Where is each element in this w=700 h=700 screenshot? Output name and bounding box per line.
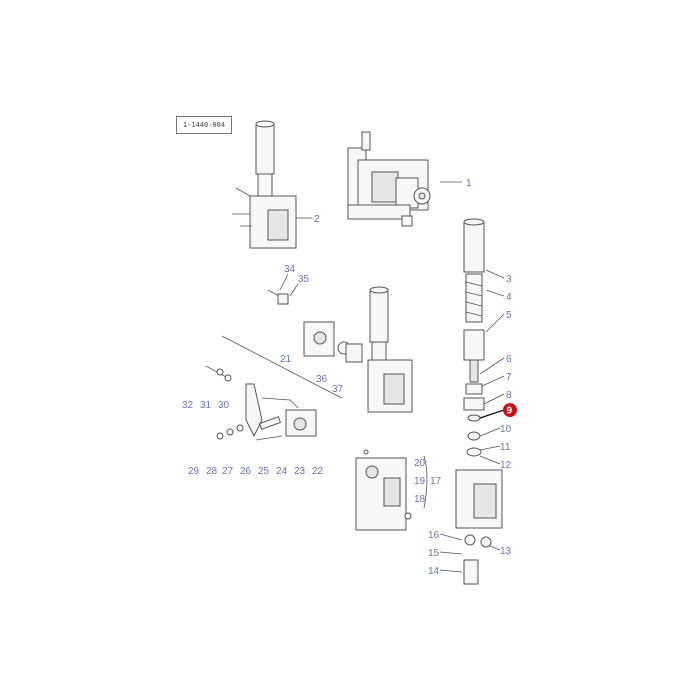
label-part-9[interactable]: 9 (507, 406, 513, 417)
label-part-12[interactable]: 12 (500, 460, 512, 471)
right-column-spool-stack[interactable] (439, 218, 505, 585)
part-34-35-bolts[interactable] (267, 273, 299, 305)
label-part-29[interactable]: 29 (188, 466, 200, 477)
label-part-20[interactable]: 20 (414, 458, 426, 469)
label-part-37[interactable]: 37 (332, 384, 344, 395)
label-part-30[interactable]: 30 (218, 400, 230, 411)
label-part-8[interactable]: 8 (506, 390, 512, 401)
label-part-19[interactable]: 19 (414, 476, 426, 487)
label-part-3[interactable]: 3 (506, 274, 512, 285)
label-part-1[interactable]: 1 (466, 178, 472, 189)
part-1-valve-housing[interactable] (347, 131, 462, 227)
part-17-valve-body[interactable] (355, 449, 428, 531)
label-part-25[interactable]: 25 (258, 466, 270, 477)
part-21-bracket-line (221, 335, 343, 399)
label-part-32[interactable]: 32 (182, 400, 194, 411)
label-part-17[interactable]: 17 (430, 476, 442, 487)
label-part-4[interactable]: 4 (506, 292, 512, 303)
diagram-reference-code: 1-1440-004 (176, 116, 232, 134)
label-part-14[interactable]: 14 (428, 566, 440, 577)
label-part-18[interactable]: 18 (414, 494, 426, 505)
label-part-31[interactable]: 31 (200, 400, 212, 411)
linkage-assembly[interactable] (205, 365, 317, 441)
part-36-37-flange[interactable] (303, 321, 363, 363)
label-part-26[interactable]: 26 (240, 466, 252, 477)
label-part-24[interactable]: 24 (276, 466, 288, 477)
label-part-22[interactable]: 22 (312, 466, 324, 477)
label-part-7[interactable]: 7 (506, 372, 512, 383)
label-part-11[interactable]: 11 (500, 442, 511, 453)
label-part-27[interactable]: 27 (222, 466, 234, 477)
label-part-16[interactable]: 16 (428, 530, 440, 541)
middle-valve-assembly[interactable] (367, 286, 413, 413)
label-part-21[interactable]: 21 (280, 354, 292, 365)
label-part-36[interactable]: 36 (316, 374, 328, 385)
part-2-valve-assembly[interactable] (232, 120, 312, 249)
label-part-35[interactable]: 35 (298, 274, 310, 285)
label-part-28[interactable]: 28 (206, 466, 218, 477)
label-part-13[interactable]: 13 (500, 546, 512, 557)
label-part-10[interactable]: 10 (500, 424, 512, 435)
label-part-2[interactable]: 2 (314, 214, 320, 225)
label-part-5[interactable]: 5 (506, 310, 512, 321)
label-part-34[interactable]: 34 (284, 264, 296, 275)
label-part-15[interactable]: 15 (428, 548, 440, 559)
label-part-23[interactable]: 23 (294, 466, 306, 477)
label-part-6[interactable]: 6 (506, 354, 512, 365)
label-part-9-highlight[interactable]: 9 (503, 403, 517, 417)
